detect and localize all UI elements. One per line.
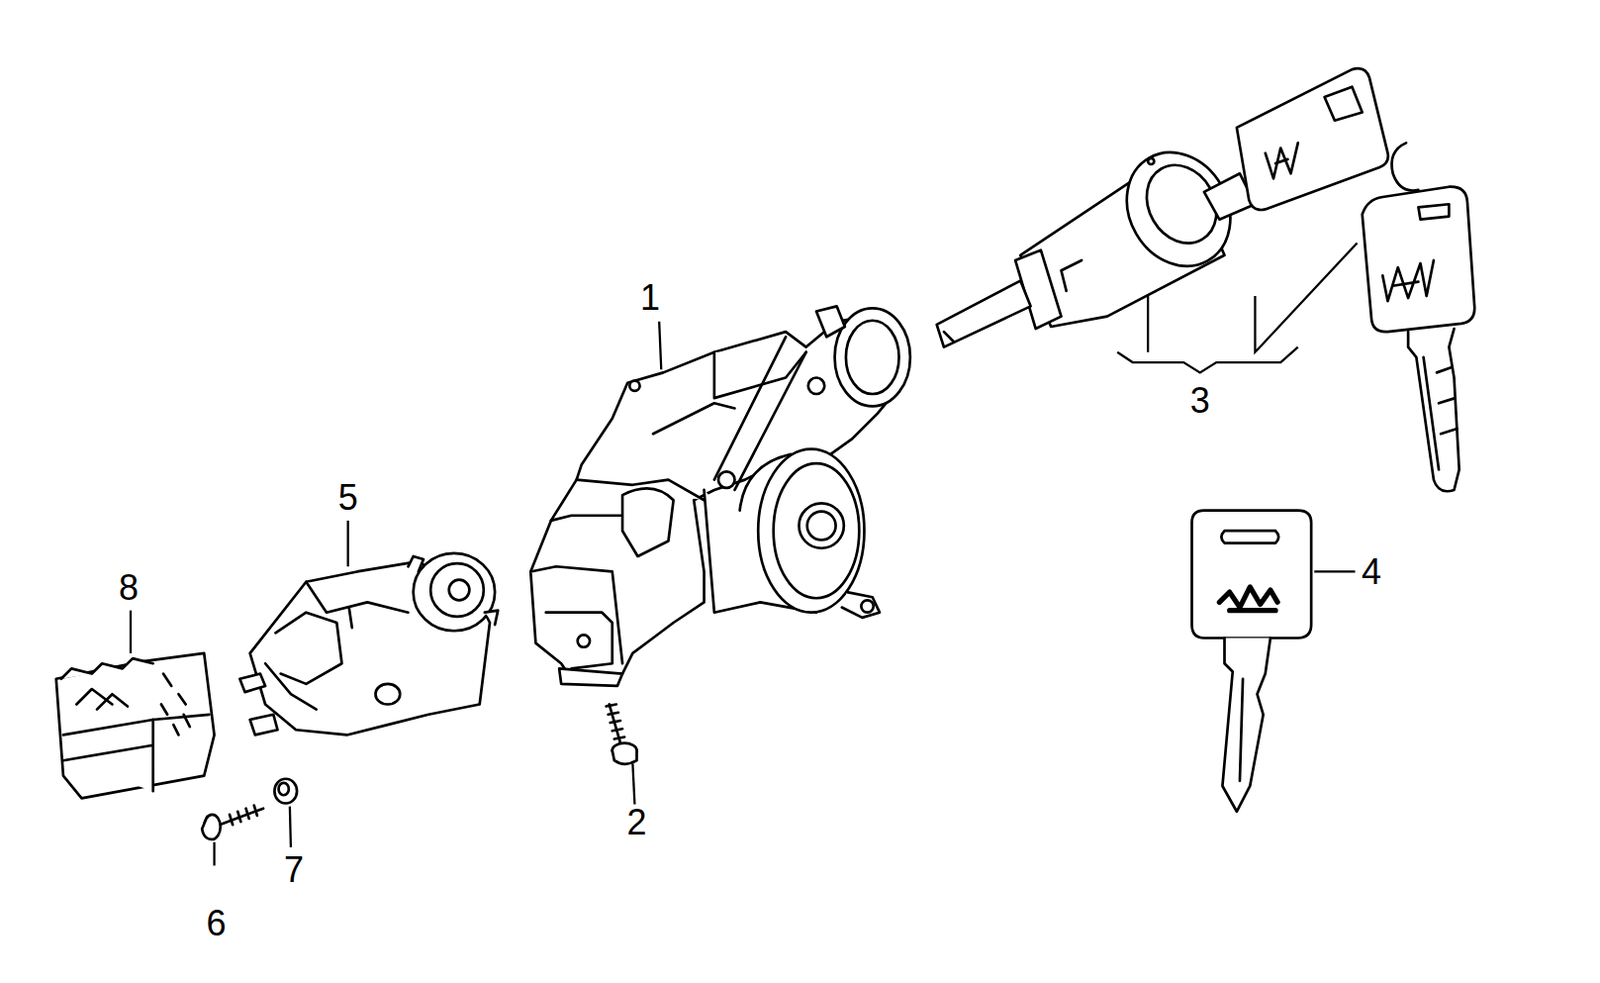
- leader-lines: [130, 242, 1358, 865]
- callout-number: 2: [626, 804, 647, 841]
- callout-number: 3: [1190, 382, 1211, 419]
- callout-number: 7: [283, 851, 304, 888]
- screw: [201, 805, 264, 840]
- washer: [274, 778, 297, 804]
- screw: [606, 703, 638, 763]
- callout-number: 8: [118, 569, 139, 606]
- connector-plug: [56, 653, 215, 798]
- callout-number: 4: [1361, 554, 1382, 590]
- lock-cylinder: [937, 133, 1256, 348]
- key: [1192, 510, 1313, 812]
- ignition-switch: [239, 553, 498, 736]
- key: [1236, 68, 1475, 491]
- callout-number: 5: [338, 479, 359, 516]
- lock-housing: [530, 305, 911, 686]
- callout-number: 1: [640, 280, 660, 316]
- callout-number: 6: [206, 905, 227, 942]
